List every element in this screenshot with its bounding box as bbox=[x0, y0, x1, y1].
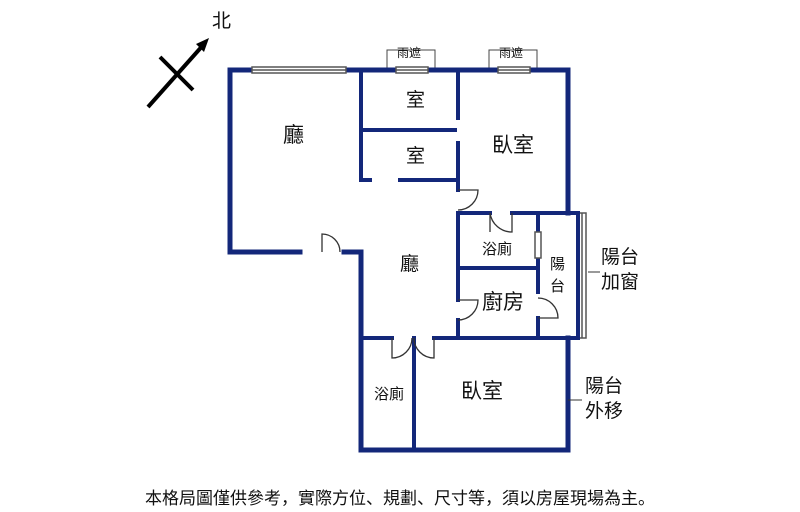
room-label-upper: 室 bbox=[406, 89, 426, 111]
room-label-kitchen: 廚房 bbox=[482, 290, 524, 314]
room-label-living-center: 廳 bbox=[400, 253, 420, 275]
balcony-moved-line2: 外移 bbox=[585, 400, 624, 422]
rain-shelter-label-2: 雨遮 bbox=[499, 46, 524, 60]
balcony-moved-note: 陽台 外移 bbox=[585, 374, 623, 424]
compass-label: 北 bbox=[212, 10, 232, 32]
walls bbox=[227, 67, 571, 453]
callout-lines bbox=[568, 271, 600, 401]
interior-walls bbox=[359, 68, 580, 452]
rain-shelter-label-1: 雨遮 bbox=[397, 46, 422, 60]
compass-icon bbox=[146, 38, 209, 109]
room-label-living-main: 廳 bbox=[283, 123, 304, 147]
room-label-balcony-line1: 陽 bbox=[550, 255, 566, 273]
balcony-moved-line1: 陽台 bbox=[585, 375, 624, 397]
balcony-window-note: 陽台 加窗 bbox=[601, 245, 639, 295]
balcony-window-line1: 陽台 bbox=[601, 246, 640, 268]
rain-shelter-outline bbox=[386, 49, 538, 68]
room-label-bathroom-2: 浴廁 bbox=[374, 385, 405, 403]
room-label-bathroom-1: 浴廁 bbox=[482, 240, 513, 258]
doors bbox=[321, 189, 559, 359]
room-label-bedroom-2: 臥室 bbox=[461, 379, 503, 403]
balcony-window-line2: 加窗 bbox=[601, 271, 640, 293]
room-label-bedroom-1: 臥室 bbox=[492, 133, 534, 157]
disclaimer-text: 本格局圖僅供參考，實際方位、規劃、尺寸等，須以房屋現場為主。 bbox=[145, 489, 655, 509]
room-label-balcony-line2: 台 bbox=[550, 277, 566, 295]
room-label-lower: 室 bbox=[406, 145, 426, 167]
